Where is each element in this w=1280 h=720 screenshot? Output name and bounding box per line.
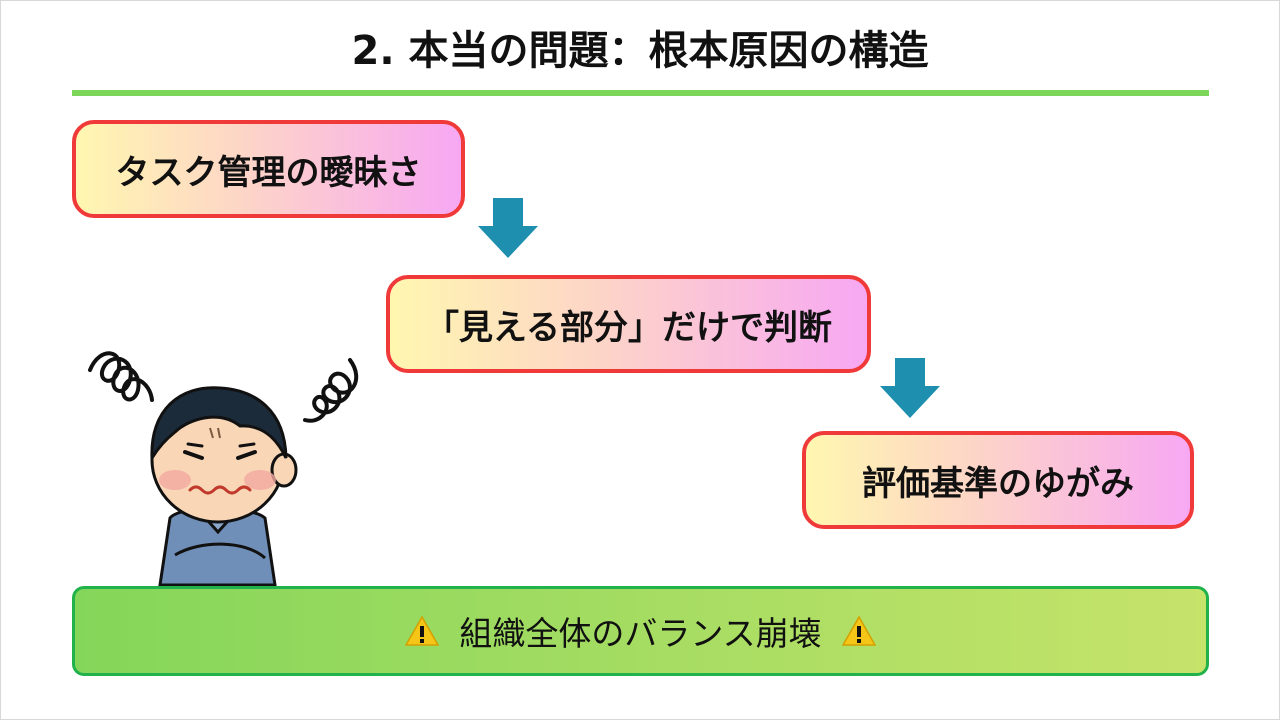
warning-icon [841,615,876,646]
confused-person-illustration [88,351,359,587]
step-label: 「見える部分」だけで判断 [425,307,832,348]
result-label: 組織全体のバランス崩壊 [459,614,822,653]
step-label: タスク管理の曖昧さ [115,152,422,193]
slide-title: 2. 本当の問題：根本原因の構造 [351,28,929,74]
step-box-evaluation-distortion: 評価基準のゆがみ [802,431,1194,529]
result-banner: 組織全体のバランス崩壊 [72,586,1209,676]
arrow-down-icon [880,358,940,418]
title-divider [72,90,1209,96]
arrow-down-icon [478,198,538,258]
step-box-visible-judgement: 「見える部分」だけで判断 [386,275,871,373]
warning-icon [405,615,440,646]
step-box-task-ambiguity: タスク管理の曖昧さ [72,120,465,218]
step-label: 評価基準のゆがみ [862,463,1134,504]
